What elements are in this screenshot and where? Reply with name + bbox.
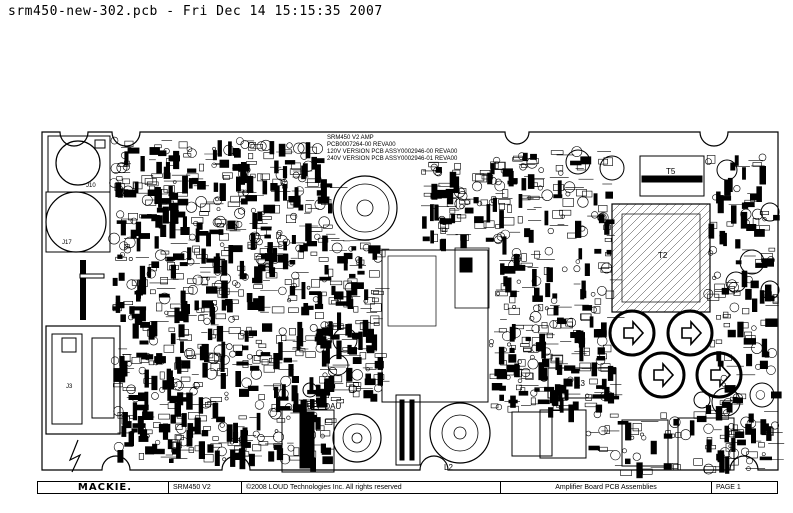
label-jeff-dau: JEFF DAU — [303, 402, 341, 411]
silk-line-3: 120V VERSION PCB ASSY0002946-00 REVA00 — [327, 149, 458, 155]
model-name: SRM450 V2 — [169, 482, 242, 493]
connector-j17 — [45, 191, 111, 253]
silk-line-4: 240V VERSION PCB ASSY0002946-01 REVA00 — [327, 156, 458, 162]
component-field-right — [421, 146, 785, 479]
mackie-logo: MACKIE. — [38, 482, 169, 493]
board-outline — [41, 131, 779, 471]
header-title: srm450-new-302.pcb - Fri Dec 14 15:15:35… — [8, 4, 383, 19]
label-l4: L4 — [556, 404, 563, 410]
label-j3: J3 — [66, 384, 73, 390]
label-t5: T5 — [666, 167, 676, 176]
page-number: PAGE 1 — [716, 484, 741, 491]
drawing-description: Amplifier Board PCB Assemblies — [501, 482, 712, 493]
label-l2: L2 — [444, 463, 453, 472]
label-l3: L3 — [576, 379, 585, 388]
silkscreen-block: SRM450 V2 AMP PCB0007264-00 REVA00 120V … — [327, 135, 458, 162]
toroid-bottom-left — [332, 413, 382, 463]
bottom-components — [281, 394, 735, 473]
label-t2: T2 — [658, 251, 668, 260]
capacitors-top — [302, 149, 780, 417]
connector-j3 — [45, 325, 121, 473]
inductor-l3 — [547, 367, 617, 399]
bulk-capacitors — [608, 309, 743, 399]
silk-line-1: SRM450 V2 AMP — [327, 135, 374, 141]
toroid-bottom-right — [429, 402, 491, 464]
transformer-t5 — [639, 155, 705, 197]
label-j10: J10 — [86, 183, 96, 189]
title-block: MACKIE. SRM450 V2 ©2008 LOUD Technologie… — [37, 481, 778, 494]
transformer-t2 — [611, 203, 711, 313]
toroid-top — [332, 175, 398, 241]
connector-j10 — [47, 135, 111, 193]
component-field-left — [108, 136, 390, 472]
left-terminal-strip — [79, 260, 105, 320]
heatsink-center — [381, 247, 490, 403]
copyright-text: ©2008 LOUD Technologies Inc. All rights … — [242, 482, 501, 493]
label-j17: J17 — [62, 240, 72, 246]
silk-line-2: PCB0007264-00 REVA00 — [327, 142, 396, 148]
